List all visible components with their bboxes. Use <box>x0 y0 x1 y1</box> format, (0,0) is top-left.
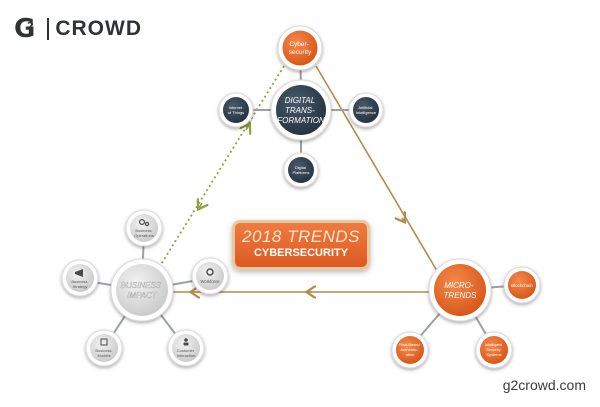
ai-label-1: Artificial <box>358 105 372 110</box>
logo-superscript: 2 <box>27 21 34 32</box>
digital-label-1: DIGITAL <box>285 96 315 105</box>
svg-text:BUSINESS IMPACT: BUSINESS IMPACT <box>121 281 164 300</box>
iot-label-2: of Things <box>228 110 244 115</box>
micro-trends-label-2: TRENDS <box>444 291 478 300</box>
business-strategy-label-1: Business <box>71 279 87 284</box>
intelligent-label-2: Security <box>486 347 500 352</box>
node-workforce: Workforce <box>191 257 229 295</box>
business-models-label-2: Models <box>98 353 111 358</box>
node-digital-transformation: DIGITAL TRANS- FORMATION <box>270 79 332 141</box>
node-cybersecurity: Cyber- security <box>277 25 323 71</box>
cybersecurity-label-2: security <box>289 49 312 56</box>
logo-divider <box>47 18 50 40</box>
workforce-label: Workforce <box>200 279 220 284</box>
digital-label-2: TRANS- <box>285 106 315 115</box>
trends-title: 2018 TRENDS <box>242 227 360 246</box>
node-business-models: Business Models <box>85 329 123 367</box>
svg-text:Artificial Intelligenc: Artificial Intelligence <box>356 105 377 115</box>
arrow-dotted-down <box>199 203 202 208</box>
node-blockchain: Blockchain <box>503 266 541 304</box>
node-intelligent-security-systems: Intelligent Security Systems <box>475 331 513 369</box>
svg-text:DIGITAL TRANS-: DIGITAL TRANS- FORMATION <box>277 96 325 125</box>
footer-url: g2crowd.com <box>502 377 586 393</box>
business-strategy-label-2: Strategy <box>73 284 88 289</box>
svg-text:Cyber- security: Cyber- security <box>289 41 312 56</box>
node-internet-of-things: Internet of Things <box>218 92 254 128</box>
logo-wordmark: CROWD <box>55 17 142 40</box>
risk-based-label-2: Authentic- <box>400 347 419 352</box>
platforms-label-2: Platforms <box>293 170 310 175</box>
node-business-operations: Business Operations <box>125 209 163 247</box>
connector-cyber-to-micro <box>315 65 441 277</box>
business-impact-label-2: IMPACT <box>127 291 158 300</box>
business-impact-label-1: BUSINESS <box>121 281 162 290</box>
intelligent-label-1: Intelligent <box>485 342 503 347</box>
risk-based-label-3: ation <box>406 352 415 357</box>
ai-label-2: Intelligence <box>356 110 377 115</box>
arrow-cyber-to-micro <box>402 218 404 221</box>
node-risk-based-authentication: Risk-Based Authentic- ation <box>391 331 429 369</box>
cybersecurity-label-1: Cyber- <box>289 41 309 48</box>
svg-text:Digital Platforms: Digital Platforms <box>293 165 310 175</box>
svg-text:Business Operations: Business Operations <box>134 228 154 238</box>
svg-text:Business Models: Business Models <box>95 348 112 358</box>
node-artificial-intelligence: Artificial Intelligence <box>348 92 384 128</box>
arrow-dotted-up <box>246 125 249 130</box>
customer-interaction-label-1: Customer <box>177 348 195 353</box>
micro-trends-label-1: MICRO- <box>444 281 474 290</box>
intelligent-label-3: Systems <box>486 352 501 357</box>
node-business-impact: BUSINESS IMPACT <box>110 258 174 322</box>
svg-text:Workforce: Workforce <box>200 279 220 284</box>
connector-dotted-business-cyber <box>159 65 285 267</box>
settings-icon <box>206 268 214 276</box>
node-micro-trends: MICRO- TRENDS <box>428 258 492 322</box>
svg-text:Blockchain: Blockchain <box>511 283 533 288</box>
building-icon <box>100 338 108 346</box>
svg-text:Risk-Based Authentic-: Risk-Based Authentic- ation <box>399 342 421 357</box>
node-digital-platforms: Digital Platforms <box>283 152 319 188</box>
svg-text:Business Strategy: Business Strategy <box>71 279 88 289</box>
platforms-label-1: Digital <box>295 165 306 170</box>
center-trends-badge: 2018 TRENDS CYBERSECURITY <box>232 220 370 270</box>
business-operations-label-1: Business <box>135 228 151 233</box>
trends-subtitle: CYBERSECURITY <box>253 247 349 259</box>
customer-interaction-label-2: Interaction <box>177 353 196 358</box>
svg-text:Intelligent Security: Intelligent Security Systems <box>485 342 503 357</box>
risk-based-label-1: Risk-Based <box>399 342 419 347</box>
node-business-strategy: Business Strategy <box>61 259 99 297</box>
svg-text:Internet of Things: Internet of Things <box>228 105 244 115</box>
node-customer-interaction: Customer Interaction <box>167 329 205 367</box>
business-operations-label-2: Operations <box>134 233 154 238</box>
logo-g-letter: G <box>14 14 36 44</box>
gears-icon <box>139 219 150 227</box>
svg-text:MICRO- TRENDS: MICRO- TRENDS <box>444 281 478 300</box>
megaphone-icon <box>75 269 83 277</box>
iot-label-1: Internet <box>229 105 243 110</box>
svg-text:Customer Interaction: Customer Interaction <box>177 348 196 358</box>
digital-label-3: FORMATION <box>277 116 325 125</box>
person-icon <box>183 338 189 346</box>
blockchain-label: Blockchain <box>511 283 533 288</box>
business-models-label-1: Business <box>95 348 111 353</box>
